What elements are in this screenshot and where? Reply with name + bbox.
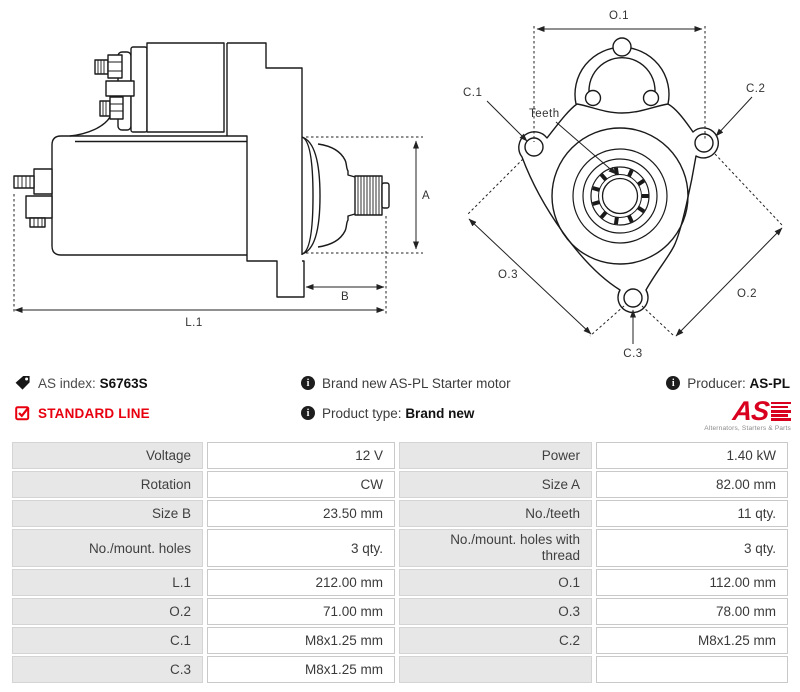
spec-value: 11 qty. xyxy=(596,500,788,527)
producer-value: AS-PL xyxy=(749,375,791,391)
spec-label: Power xyxy=(399,442,592,469)
spec-value: 71.00 mm xyxy=(207,598,395,625)
description-text: Brand new AS-PL Starter motor xyxy=(322,375,511,391)
producer-text: Producer: AS-PL xyxy=(687,376,790,391)
as-logo-text: AS xyxy=(731,396,771,426)
product-type-value: Brand new xyxy=(405,405,475,421)
motor-body-outline xyxy=(13,42,390,298)
dim-label-c3: C.3 xyxy=(623,348,642,360)
side-view-dimensions xyxy=(13,136,423,314)
front-view-dimensions xyxy=(466,26,783,344)
spec-value: 12 V xyxy=(207,442,395,469)
spec-label: O.1 xyxy=(399,569,592,596)
spec-label: O.3 xyxy=(399,598,592,625)
producer-label: Producer: xyxy=(687,375,746,391)
product-type-text: Product type: Brand new xyxy=(322,406,474,421)
spec-label: Voltage xyxy=(12,442,203,469)
dim-label-c2: C.2 xyxy=(746,83,765,95)
spec-label: L.1 xyxy=(12,569,203,596)
dim-label-o1: O.1 xyxy=(609,10,629,22)
starter-side-view-drawing: A B L.1 xyxy=(13,42,430,329)
dim-label-c1: C.1 xyxy=(463,87,482,99)
product-type-item: i Product type: Brand new xyxy=(301,404,474,422)
spec-label: O.2 xyxy=(12,598,203,625)
dim-label-o3: O.3 xyxy=(498,269,518,281)
spec-label: C.3 xyxy=(12,656,203,683)
spec-value: 82.00 mm xyxy=(596,471,788,498)
spec-value: 112.00 mm xyxy=(596,569,788,596)
spec-label: Rotation xyxy=(12,471,203,498)
spec-value: 78.00 mm xyxy=(596,598,788,625)
as-index-item: AS index: S6763S xyxy=(14,374,148,392)
tag-icon xyxy=(15,376,30,390)
description-item: i Brand new AS-PL Starter motor xyxy=(301,374,511,392)
dim-label-o2: O.2 xyxy=(737,288,757,300)
as-logo-tagline: Alternators, Starters & Parts xyxy=(704,425,791,432)
flange-outline xyxy=(518,37,720,314)
spec-label: Size A xyxy=(399,471,592,498)
spec-value: 3 qty. xyxy=(596,529,788,567)
spec-label: C.1 xyxy=(12,627,203,654)
spec-value: CW xyxy=(207,471,395,498)
spec-value: 23.50 mm xyxy=(207,500,395,527)
dim-label-a: A xyxy=(422,190,430,202)
starter-front-view-drawing: O.1 C.1 C.2 Teeth O.3 O.2 C.3 xyxy=(463,10,783,360)
spec-value: 3 qty. xyxy=(207,529,395,567)
spec-label xyxy=(399,656,592,683)
spec-value: 1.40 kW xyxy=(596,442,788,469)
spec-label: No./mount. holes with thread xyxy=(399,529,592,567)
spec-value: M8x1.25 mm xyxy=(207,656,395,683)
as-index-text: AS index: S6763S xyxy=(38,376,148,391)
producer-item: i Producer: AS-PL xyxy=(666,374,790,392)
spec-value: M8x1.25 mm xyxy=(207,627,395,654)
as-logo-stripes xyxy=(771,401,791,423)
checkbox-checked-icon xyxy=(15,406,30,421)
spec-table: Voltage 12 V Power 1.40 kW Rotation CW S… xyxy=(12,442,788,683)
product-type-label: Product type: xyxy=(322,405,402,421)
teeth-label: Teeth xyxy=(529,108,560,120)
spec-value: 212.00 mm xyxy=(207,569,395,596)
as-index-value: S6763S xyxy=(99,375,148,391)
dim-label-b: B xyxy=(341,291,349,303)
info-icon: i xyxy=(301,406,315,420)
spec-label: No./teeth xyxy=(399,500,592,527)
spec-label: C.2 xyxy=(399,627,592,654)
spec-value xyxy=(596,656,788,683)
as-pl-logo: AS Alternators, Starters & Parts xyxy=(693,396,791,432)
standard-line-label: STANDARD LINE xyxy=(38,405,150,421)
standard-line-item: STANDARD LINE xyxy=(15,404,150,422)
spec-label: Size B xyxy=(12,500,203,527)
spec-value: M8x1.25 mm xyxy=(596,627,788,654)
spec-label: No./mount. holes xyxy=(12,529,203,567)
info-icon: i xyxy=(666,376,681,390)
as-index-label: AS index: xyxy=(38,375,96,391)
info-icon: i xyxy=(301,376,315,390)
dim-label-l1: L.1 xyxy=(185,317,203,329)
